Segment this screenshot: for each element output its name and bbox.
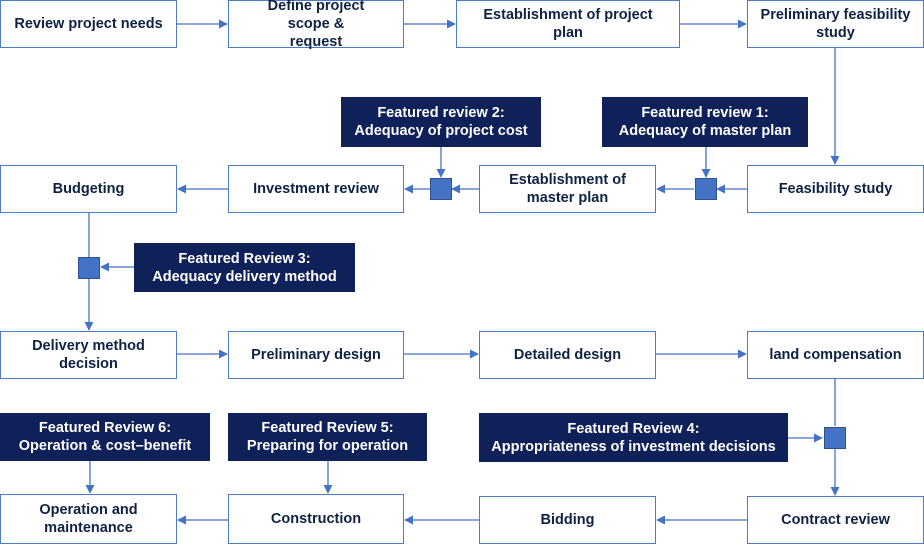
- review-gate-2: [430, 178, 452, 200]
- featured-review-4-title: Featured Review 4:: [567, 420, 700, 437]
- step-establishment-project-plan: Establishment of project plan: [456, 0, 680, 48]
- featured-review-2: Featured review 2: Adequacy of project c…: [341, 97, 541, 147]
- step-bidding: Bidding: [479, 496, 656, 544]
- featured-review-1-title: Featured review 1:: [641, 105, 769, 121]
- step-establishment-master-plan: Establishment of master plan: [479, 165, 656, 213]
- featured-review-5-title: Featured Review 5:: [261, 420, 394, 436]
- review-gate-1: [695, 178, 717, 200]
- review-gate-4: [824, 427, 846, 449]
- step-detailed-design: Detailed design: [479, 331, 656, 379]
- featured-review-6-subtitle: Operation & cost–benefit: [18, 438, 192, 454]
- featured-review-3-title: Featured Review 3:: [178, 250, 311, 267]
- step-feasibility-study: Feasibility study: [747, 165, 924, 213]
- step-preliminary-design: Preliminary design: [228, 331, 404, 379]
- step-define-project-scope: Define project scope & request: [228, 0, 404, 50]
- featured-review-4: Featured Review 4: Appropriateness of in…: [479, 413, 788, 462]
- featured-review-6: Featured Review 6: Operation & cost–bene…: [0, 413, 210, 461]
- step-contract-review: Contract review: [747, 496, 924, 544]
- step-investment-review: Investment review: [228, 165, 404, 213]
- step-preliminary-feasibility-study: Preliminary feasibility study: [747, 0, 924, 48]
- featured-review-5-subtitle: Preparing for operation: [246, 438, 409, 454]
- featured-review-2-title: Featured review 2:: [377, 105, 505, 121]
- review-gate-3: [78, 257, 100, 279]
- featured-review-1-subtitle: Adequacy of master plan: [618, 123, 792, 139]
- step-operation-maintenance: Operation and maintenance: [0, 494, 177, 544]
- step-review-project-needs: Review project needs: [0, 0, 177, 48]
- step-budgeting: Budgeting: [0, 165, 177, 213]
- featured-review-2-subtitle: Adequacy of project cost: [354, 123, 528, 139]
- featured-review-3: Featured Review 3: Adequacy delivery met…: [134, 243, 355, 292]
- step-construction: Construction: [228, 494, 404, 544]
- step-land-compensation: land compensation: [747, 331, 924, 379]
- step-delivery-method-decision: Delivery method decision: [0, 331, 177, 379]
- featured-review-1: Featured review 1: Adequacy of master pl…: [602, 97, 808, 147]
- featured-review-6-title: Featured Review 6:: [38, 420, 172, 436]
- featured-review-3-subtitle: Adequacy delivery method: [152, 268, 337, 285]
- featured-review-4-subtitle: Appropriateness of investment decisions: [491, 438, 776, 455]
- featured-review-5: Featured Review 5: Preparing for operati…: [228, 413, 427, 461]
